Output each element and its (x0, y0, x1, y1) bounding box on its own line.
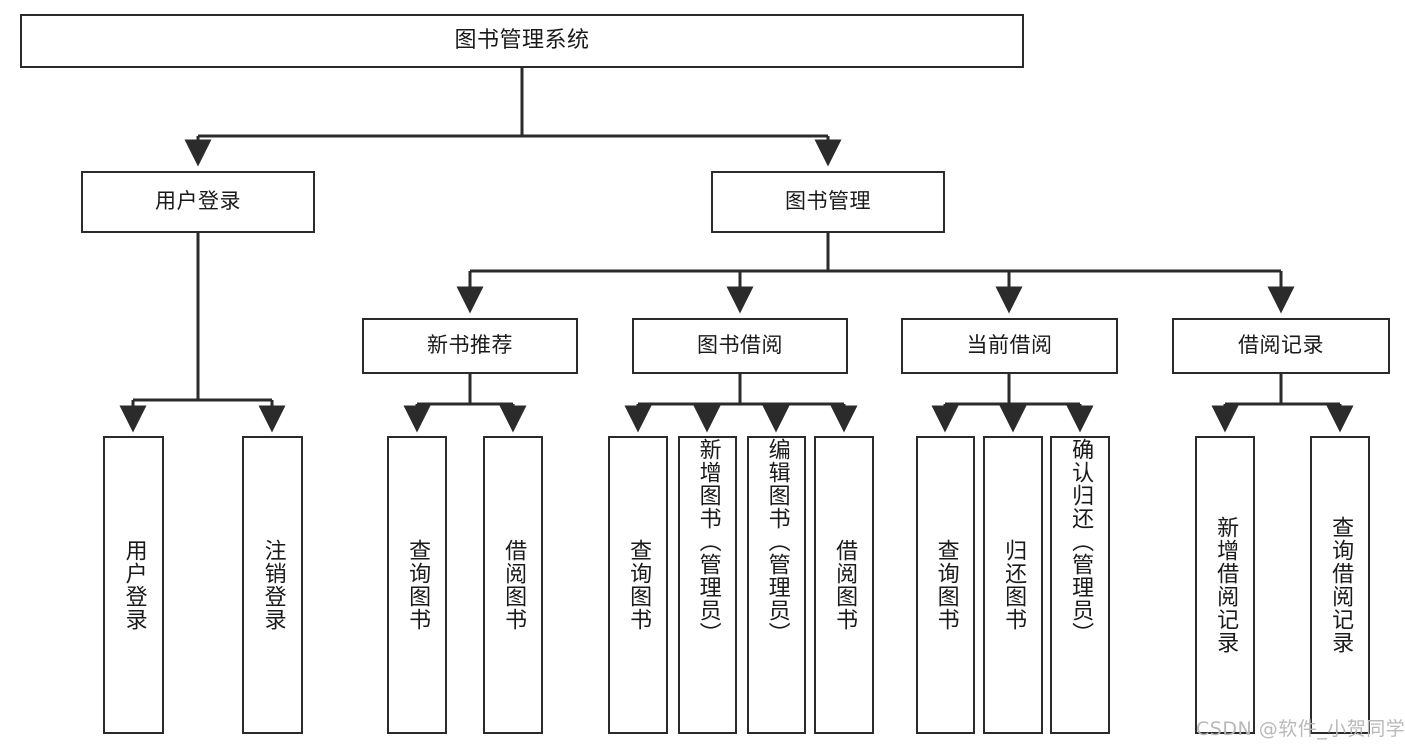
leaf-add-book-admin[interactable]: 新增图书（管理员） (678, 436, 737, 734)
node-label: 借阅图书 (832, 539, 858, 631)
node-label: 归还图书 (1001, 539, 1027, 631)
node-book-borrow[interactable]: 图书借阅 (632, 318, 848, 374)
node-current-borrow[interactable]: 当前借阅 (901, 318, 1118, 374)
node-label: 查询图书 (933, 539, 959, 631)
node-label: 确认归还（管理员） (1068, 438, 1094, 645)
node-label: 借阅图书 (501, 539, 527, 631)
node-book-management-system[interactable]: 图书管理系统 (20, 14, 1024, 68)
node-label: 编辑图书（管理员） (764, 438, 790, 645)
node-label: 借阅记录 (1238, 333, 1324, 358)
node-label: 图书管理系统 (454, 27, 590, 53)
node-label: 用户登录 (121, 539, 147, 631)
leaf-edit-book-admin[interactable]: 编辑图书（管理员） (747, 436, 806, 734)
leaf-borrow-book-2[interactable]: 借阅图书 (814, 436, 874, 734)
leaf-confirm-return-admin[interactable]: 确认归还（管理员） (1050, 436, 1110, 734)
node-label: 注销登录 (260, 539, 286, 631)
leaf-return-book[interactable]: 归还图书 (983, 436, 1043, 734)
leaf-query-book-1[interactable]: 查询图书 (387, 436, 447, 734)
node-label: 查询图书 (405, 539, 431, 631)
node-label: 图书借阅 (697, 333, 783, 358)
node-label: 图书管理 (785, 189, 871, 214)
node-borrow-record[interactable]: 借阅记录 (1172, 318, 1390, 374)
leaf-query-borrow-record[interactable]: 查询借阅记录 (1310, 436, 1370, 734)
leaf-query-book-2[interactable]: 查询图书 (608, 436, 668, 734)
csdn-watermark: CSDN @软件_小贺同学 (1196, 718, 1405, 740)
node-label: 用户登录 (155, 189, 241, 214)
leaf-query-book-3[interactable]: 查询图书 (916, 436, 975, 734)
node-label: 当前借阅 (966, 333, 1053, 358)
node-label: 新增借阅记录 (1213, 516, 1239, 654)
node-new-book-recommend[interactable]: 新书推荐 (362, 318, 578, 374)
node-label: 新书推荐 (427, 333, 513, 358)
leaf-add-borrow-record[interactable]: 新增借阅记录 (1195, 436, 1255, 734)
leaf-logout[interactable]: 注销登录 (242, 436, 303, 734)
leaf-borrow-book-1[interactable]: 借阅图书 (483, 436, 543, 734)
node-label: 查询图书 (626, 539, 652, 631)
node-label: 查询借阅记录 (1328, 516, 1354, 654)
node-book-management[interactable]: 图书管理 (711, 171, 945, 233)
node-user-login[interactable]: 用户登录 (81, 171, 315, 233)
node-label: 新增图书（管理员） (695, 438, 721, 645)
leaf-user-login[interactable]: 用户登录 (103, 436, 164, 734)
